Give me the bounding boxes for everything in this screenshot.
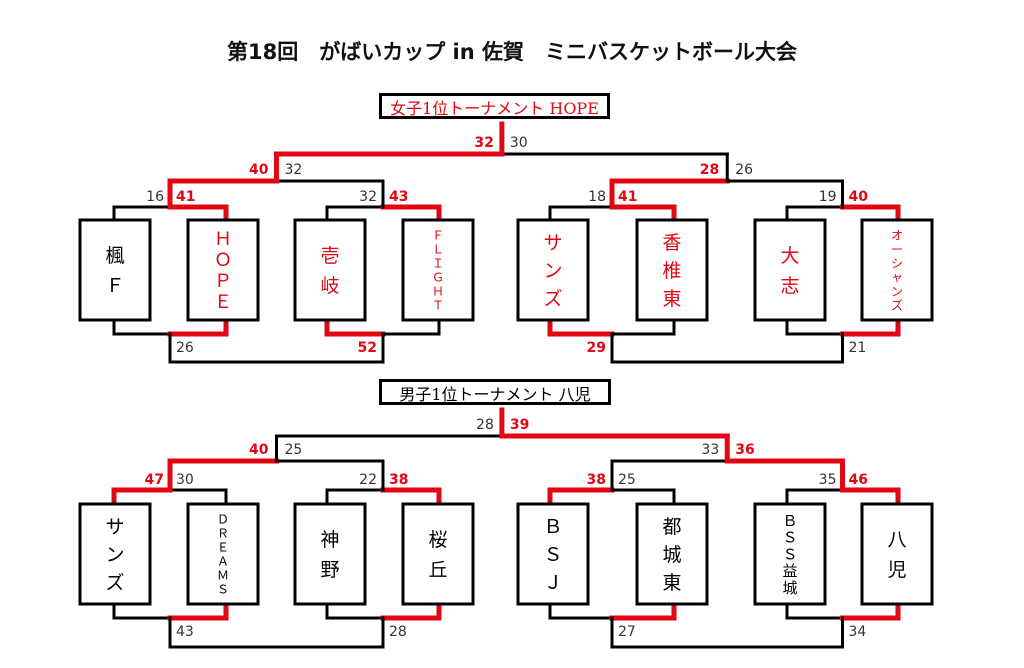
score-r1-bot-right: 34 [849, 624, 867, 640]
team-box-0-3 [401, 218, 475, 322]
score-r1-top-right: 40 [849, 189, 869, 205]
team-box-0-1 [186, 218, 260, 322]
score-r1-top-left: 35 [819, 472, 837, 488]
score-r1-bot-right: 27 [618, 624, 636, 640]
team-box-1-2 [293, 502, 367, 606]
team-box-0-2 [293, 218, 367, 322]
team-box-1-5 [635, 502, 709, 606]
team-box-1-6 [753, 502, 827, 606]
score-r1-top-right: 41 [618, 189, 637, 205]
score-r1-top-left: 19 [819, 189, 837, 205]
team-name-0-2: 壱岐 [320, 245, 339, 297]
team-name-0-1: ＨＯＰＥ [214, 229, 232, 313]
team-name-0-0: 楓Ｆ [105, 245, 124, 297]
team-name-1-3: 桜丘 [428, 529, 447, 581]
score-semi-right: 32 [285, 162, 303, 178]
team-name-0-4: サンズ [543, 232, 562, 310]
team-name-1-7: 八児 [887, 529, 906, 581]
score-r1-top-left: 38 [587, 472, 606, 488]
team-name-1-5: 都城東 [662, 516, 681, 594]
score-r1-top-right: 46 [849, 472, 868, 488]
team-name-1-6: ＢＳＳ益城 [782, 512, 797, 597]
team-name-1-4: ＢＳＪ [543, 516, 562, 594]
score-semi-right: 25 [285, 442, 303, 458]
team-box-0-7 [860, 218, 934, 322]
score-r1-top-left: 47 [145, 472, 164, 488]
score-r1-bot-right: 28 [389, 624, 407, 640]
score-semi-left: 28 [700, 162, 719, 178]
team-name-1-2: 神野 [320, 529, 339, 581]
score-r1-top-left: 18 [588, 189, 606, 205]
score-final-left: 28 [476, 417, 494, 433]
score-semi-left: 40 [249, 162, 269, 178]
boys-tournament-label: 男子1位トーナメント 八児 [379, 379, 611, 405]
team-name-1-0: サンズ [105, 516, 124, 594]
score-r1-top-right: 30 [176, 472, 194, 488]
score-semi-left: 40 [249, 442, 269, 458]
score-r1-top-right: 43 [389, 189, 408, 205]
score-r1-top-left: 32 [359, 189, 377, 205]
team-name-0-5: 香椎東 [662, 232, 681, 310]
score-r1-bot-right: 21 [849, 340, 867, 356]
team-box-0-5 [635, 218, 709, 322]
score-final-right: 30 [510, 135, 528, 151]
team-name-0-3: ＦＬＩＧＨＴ [432, 228, 444, 312]
team-name-1-1: ＤＲＥＡＭＳ [217, 512, 229, 596]
score-final-right: 39 [510, 417, 529, 433]
score-r1-top-left: 22 [359, 472, 377, 488]
score-final-left: 32 [474, 135, 493, 151]
team-box-0-4 [516, 218, 590, 322]
score-semi-left: 33 [701, 442, 719, 458]
score-r1-bot-right: 43 [176, 624, 194, 640]
score-r1-bot-left: 29 [587, 340, 606, 356]
team-box-0-6 [753, 218, 827, 322]
score-r1-top-right: 41 [176, 189, 195, 205]
team-name-0-6: 大志 [780, 245, 799, 297]
team-name-0-7: オーシャンズ [891, 228, 903, 312]
team-box-1-0 [78, 502, 152, 606]
score-r1-bot-left: 52 [358, 340, 377, 356]
team-box-0-0 [78, 218, 152, 322]
score-r1-bot-right: 26 [176, 340, 194, 356]
score-r1-top-left: 16 [146, 189, 164, 205]
team-box-1-1 [186, 502, 260, 606]
team-box-1-4 [516, 502, 590, 606]
score-semi-right: 36 [735, 442, 754, 458]
girls-tournament-label: 女子1位トーナメント HOPE [379, 93, 610, 119]
team-box-1-3 [401, 502, 475, 606]
score-r1-top-right: 38 [389, 472, 408, 488]
page-title: 第18回 がばいカップ in 佐賀 ミニバスケットボール大会 [227, 40, 797, 64]
team-box-1-7 [860, 502, 934, 606]
score-r1-top-right: 25 [618, 472, 636, 488]
score-semi-right: 26 [735, 162, 753, 178]
